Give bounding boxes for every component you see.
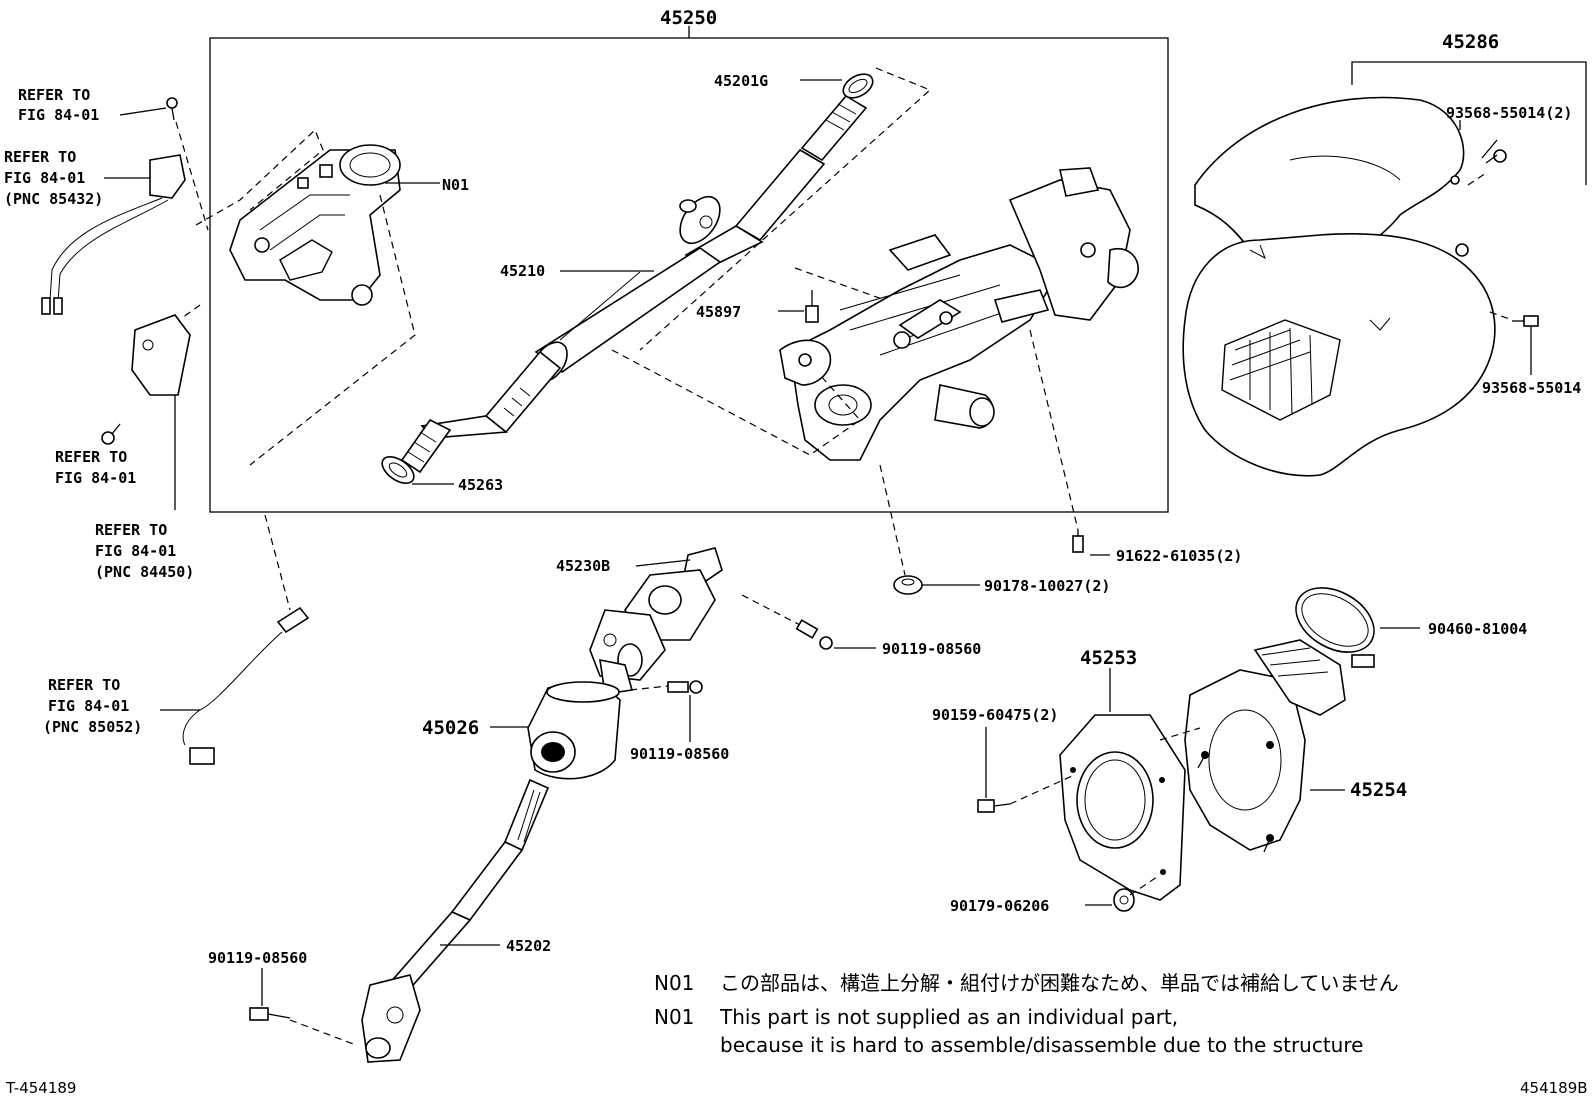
svg-text:(PNC 85052): (PNC 85052) (43, 718, 142, 736)
callout-45897[interactable]: 45897 (696, 303, 741, 321)
refer-block-2: REFER TO FIG 84-01 (PNC 85432) (4, 148, 103, 208)
boot-45254 (1184, 639, 1346, 853)
intermediate-shaft-45202 (361, 778, 550, 1063)
callout-91622[interactable]: 91622-61035(2) (1116, 547, 1242, 565)
callout-45201G[interactable]: 45201G (714, 72, 768, 90)
callout-N01[interactable]: N01 (442, 176, 469, 194)
callout-45230B[interactable]: 45230B (556, 557, 610, 575)
ring-45263 (381, 456, 415, 484)
sensor-85432 (41, 154, 186, 315)
note-english: N01 This part is not supplied as an indi… (654, 1005, 1363, 1057)
refer-block-3: REFER TO FIG 84-01 (55, 448, 136, 487)
refer-block-4: REFER TO FIG 84-01 (PNC 84450) (95, 521, 194, 581)
callout-90119-b[interactable]: 90119-08560 (630, 745, 729, 763)
svg-text:REFER TO: REFER TO (48, 676, 120, 694)
svg-text:This part is not supplied as a: This part is not supplied as an individu… (719, 1005, 1178, 1029)
bolt-90119-c (249, 1007, 291, 1021)
bolt-45897 (805, 290, 819, 323)
lock-housing-N01 (229, 144, 401, 306)
refer-block-1: REFER TO FIG 84-01 (18, 86, 99, 124)
footer-left-id: T-454189 (5, 1079, 76, 1097)
nut-90178 (893, 575, 923, 595)
callout-90119-c[interactable]: 90119-08560 (208, 949, 307, 967)
callout-90178[interactable]: 90178-10027(2) (984, 577, 1110, 595)
main-shaft-45210 (400, 94, 868, 474)
ring-45201G (842, 73, 874, 99)
callout-90179[interactable]: 90179-06206 (950, 897, 1049, 915)
svg-text:FIG 84-01: FIG 84-01 (18, 106, 99, 124)
svg-text:N01: N01 (654, 971, 694, 995)
sensor-84450 (131, 314, 191, 510)
callout-93568-a[interactable]: 93568-55014(2) (1446, 104, 1572, 122)
svg-text:この部品は、構造上分解・組付けが困難なため、単品では補給して: この部品は、構造上分解・組付けが困難なため、単品では補給していません (720, 971, 1399, 995)
bolt-93568-a (1481, 139, 1507, 164)
svg-text:FIG 84-01: FIG 84-01 (48, 697, 129, 715)
svg-text:because it is hard to assemble: because it is hard to assemble/disassemb… (720, 1033, 1363, 1057)
callout-45202[interactable]: 45202 (506, 937, 551, 955)
svg-text:REFER TO: REFER TO (18, 86, 90, 104)
callout-45210[interactable]: 45210 (500, 262, 545, 280)
refer-block-5: REFER TO FIG 84-01 (PNC 85052) (43, 676, 142, 736)
bolt-90159 (977, 799, 1011, 813)
nut-90179 (1113, 888, 1135, 912)
callout-45286[interactable]: 45286 (1442, 31, 1499, 53)
svg-text:(PNC 84450): (PNC 84450) (95, 563, 194, 581)
footer-right-id: 454189B (1520, 1079, 1588, 1097)
bolt-90119-b (667, 680, 703, 694)
steering-column-cover: 45286 (1182, 31, 1587, 477)
clamp-90460 (1295, 587, 1375, 668)
callout-45250[interactable]: 45250 (660, 7, 717, 29)
callout-90460[interactable]: 90460-81004 (1428, 620, 1527, 638)
callout-45026[interactable]: 45026 (422, 717, 479, 739)
boot-45026 (527, 681, 621, 780)
plate-45253 (1059, 714, 1186, 901)
screw-mid-left (101, 423, 121, 445)
sensor-85052 (182, 606, 310, 765)
callout-93568-b[interactable]: 93568-55014 (1482, 379, 1581, 397)
bolt-91622 (1072, 530, 1084, 553)
svg-text:REFER TO: REFER TO (95, 521, 167, 539)
callout-90119-a[interactable]: 90119-08560 (882, 640, 981, 658)
screw-top-left (166, 97, 178, 121)
tilt-bracket-assembly (779, 167, 1139, 461)
callout-45263[interactable]: 45263 (458, 476, 503, 494)
svg-text:(PNC 85432): (PNC 85432) (4, 190, 103, 208)
universal-joint-45230B (589, 547, 723, 695)
svg-text:REFER TO: REFER TO (55, 448, 127, 466)
callout-45254[interactable]: 45254 (1350, 779, 1407, 801)
callout-45253[interactable]: 45253 (1080, 647, 1137, 669)
svg-text:FIG 84-01: FIG 84-01 (4, 169, 85, 187)
bolt-93568-b (1512, 315, 1539, 327)
svg-text:N01: N01 (654, 1005, 694, 1029)
bolt-90119-a (795, 619, 833, 650)
svg-text:REFER TO: REFER TO (4, 148, 76, 166)
svg-text:FIG 84-01: FIG 84-01 (95, 542, 176, 560)
callout-90159[interactable]: 90159-60475(2) (932, 706, 1058, 724)
note-japanese: N01 この部品は、構造上分解・組付けが困難なため、単品では補給していません (654, 971, 1399, 995)
svg-text:FIG 84-01: FIG 84-01 (55, 469, 136, 487)
